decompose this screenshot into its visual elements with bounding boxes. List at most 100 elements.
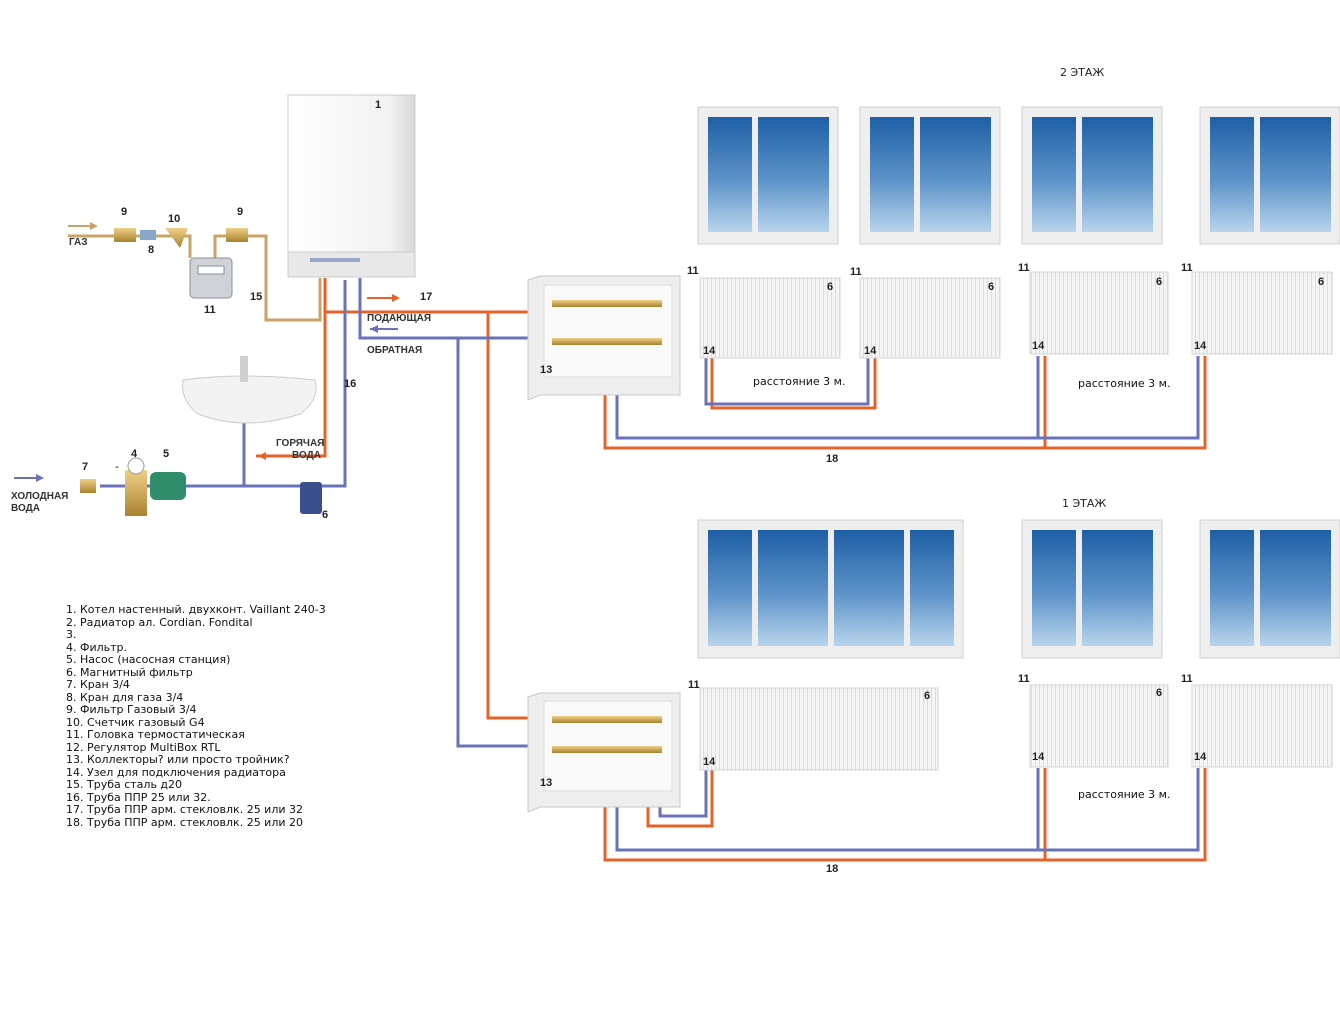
callout-6: 6 [322,509,328,521]
manifold-box-upper [527,275,681,401]
radiators-first-floor [699,684,1333,771]
callout-14: 14 [1194,751,1207,763]
water-filter [125,470,147,516]
callout-11: 11 [1181,673,1193,685]
legend-list: 1. Котел настенный. двухконт. Vaillant 2… [66,603,326,829]
legend-item: 8. Кран для газа 3/4 [66,690,184,704]
callout-14: 14 [703,756,716,768]
radiator [1029,271,1169,355]
legend-item: 16. Труба ППР 25 или 32. [66,790,211,804]
gas-pipes [68,234,322,322]
callout-13: 13 [540,364,552,376]
magnetic-filter [300,482,322,514]
callout-11: 11 [1018,262,1030,274]
distance-label: расстояние 3 м. [1078,377,1170,390]
legend-item: 7. Кран 3/4 [66,678,130,691]
legend-item: 13. Коллекторы? или просто тройник? [66,753,290,766]
callout-11: 11 [204,304,216,316]
callout-14: 14 [864,345,877,357]
sink [182,356,317,424]
window [1199,519,1340,659]
gas-valve [114,228,136,242]
legend-item: 12. Регулятор MultiBox RTL [66,740,221,754]
callout-17: 17 [420,291,432,303]
window [697,106,839,245]
legend-item: 9. Фильтр Газовый 3/4 [66,703,197,716]
callout-6: 6 [1156,687,1162,699]
callout-10: 10 [168,213,180,225]
distance-label: расстояние 3 м. [753,375,845,388]
supply-label: ПОДАЮЩАЯ [367,313,431,324]
manifold-box-lower [527,692,681,813]
callout-8: 8 [148,244,154,256]
gas-valve [226,228,248,242]
floor-label-first: 1 ЭТАЖ [1062,497,1106,510]
window-wide [697,519,964,659]
water-valve [80,479,96,493]
dash-mark: - [115,460,119,473]
distance-label: расстояние 3 м. [1078,788,1170,801]
legend-item: 14. Узел для подключения радиатора [66,765,286,779]
radiator [859,277,1001,359]
callout-13: 13 [540,777,552,789]
legend-item: 1. Котел настенный. двухконт. Vaillant 2… [66,603,326,616]
callout-6: 6 [827,281,833,293]
window [1199,106,1340,245]
cold-water-label-line1: ХОЛОДНАЯ [11,491,68,502]
callout-11: 11 [687,265,699,277]
legend-item: 4. Фильтр. [66,640,128,654]
hot-water-label-line1: ГОРЯЧАЯ [276,438,324,449]
legend-item: 2. Радиатор ал. Cordian. Fondital [66,615,253,629]
cold-water-label-line2: ВОДА [11,503,40,514]
callout-6: 6 [988,281,994,293]
radiator [1029,684,1169,768]
callout-11: 11 [1181,262,1193,274]
legend-item: 10. Счетчик газовый G4 [66,715,205,729]
wall-boiler [287,94,416,278]
windows-second-floor [697,106,1340,245]
legend-item: 15. Труба сталь д20 [66,778,183,791]
legend-item: 18. Труба ППР арм. стекловлк. 25 или 20 [66,815,304,829]
cold-water-equipment [80,457,322,516]
legend-item: 11. Головка термостатическая [66,728,245,741]
gas-filter [165,228,188,248]
callout-14: 14 [703,345,716,357]
floor-label-second: 2 ЭТАЖ [1060,66,1104,79]
callout-11: 11 [1018,673,1030,685]
legend-item: 6. Магнитный фильтр [66,665,193,679]
legend-item: 5. Насос (насосная станция) [66,653,231,666]
radiator [1191,684,1333,768]
callout-18: 18 [826,453,838,465]
hot-water-label-line2: ВОДА [292,450,321,461]
callout-14: 14 [1032,340,1045,352]
flow-arrows [14,222,400,482]
window [859,106,1001,245]
radiator [699,277,841,359]
callout-9: 9 [237,206,243,218]
callout-4: 4 [131,448,138,460]
callout-6: 6 [1156,276,1162,288]
window [1021,519,1163,659]
callout-9: 9 [121,206,127,218]
gas-label: ГАЗ [69,237,88,248]
callout-11: 11 [688,679,700,691]
callout-6: 6 [924,690,930,702]
callout-14: 14 [1194,340,1207,352]
gas-equipment [114,228,248,299]
callout-18: 18 [826,863,838,875]
callout-11: 11 [850,266,862,278]
window [1021,106,1163,245]
callout-16: 16 [344,378,356,390]
windows-first-floor [697,519,1340,659]
callout-5: 5 [163,448,169,460]
callout-1: 1 [375,99,381,111]
gas-meter [189,257,233,299]
callout-15: 15 [250,291,262,303]
return-label: ОБРАТНАЯ [367,345,422,356]
callout-6: 6 [1318,276,1324,288]
return-pipes [100,278,1200,852]
gas-tap [140,230,156,240]
pump [150,472,186,500]
callout-7: 7 [82,461,88,473]
